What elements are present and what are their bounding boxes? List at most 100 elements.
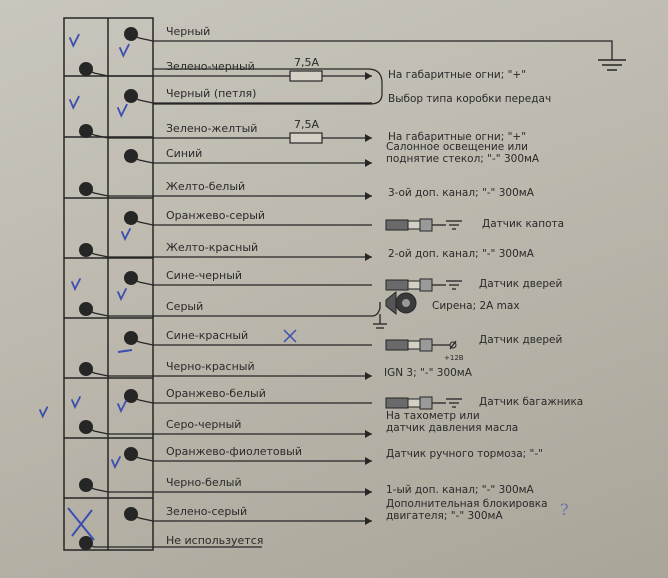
wire-color-label: Не используется (166, 534, 264, 547)
check-mark (71, 278, 81, 292)
wire-stub (93, 192, 109, 197)
wire-color-label: Серый (166, 300, 204, 313)
check-mark (71, 396, 81, 410)
destination-label: Датчик ручного тормоза; "-" (386, 448, 544, 460)
sensor-connector (385, 339, 409, 351)
connector-pin (124, 89, 138, 103)
check-mark (69, 33, 80, 48)
fuse (289, 70, 323, 82)
check-mark (117, 103, 128, 118)
destination-label: На габаритные огни; "+" (388, 69, 527, 81)
wire-arrow (365, 192, 372, 200)
wire-stub (93, 488, 109, 493)
connector-pin (124, 389, 138, 403)
wire-color-label: Черно-белый (166, 476, 242, 489)
destination-label: Датчик капота (482, 218, 565, 230)
wire-color-label: Зелено-черный (166, 60, 255, 73)
sensor-connector (385, 397, 409, 409)
ground-wire (138, 37, 613, 60)
destination-label: 3-ой доп. канал; "-" 300мА (388, 187, 534, 199)
destination-label: 1-ый доп. канал; "-" 300мА (386, 484, 534, 496)
check-mark (119, 43, 130, 58)
connector-pin (124, 271, 138, 285)
wire-stub (138, 159, 154, 164)
sensor-connector (407, 398, 421, 408)
siren-icon (385, 290, 397, 316)
check-mark (111, 456, 121, 470)
sensor-connector (419, 218, 433, 232)
connector-pin (79, 302, 93, 316)
wire-arrow (365, 517, 372, 525)
connector-pin (79, 124, 93, 138)
connector-pin (124, 331, 138, 345)
fuse (289, 132, 323, 144)
wire-stub (138, 341, 154, 346)
destination-label: На тахометр или датчик давления масла (386, 410, 519, 434)
wire-stub (93, 253, 109, 258)
wire-stub (93, 72, 109, 77)
destination-label: IGN 3; "-" 300мА (384, 367, 472, 379)
sensor-connector (419, 396, 433, 410)
connector-pin (79, 243, 93, 257)
connector-pin (124, 27, 138, 41)
wire-arrow (365, 159, 372, 167)
cross-mark (67, 507, 95, 541)
check-mark (69, 95, 80, 110)
destination-label: Выбор типа коробки передач (388, 93, 552, 105)
dash-mark (117, 349, 133, 353)
destination-label: 2-ой доп. канал; "-" 300мА (388, 248, 534, 260)
destination-label: Датчик багажника (479, 396, 584, 408)
sensor-connector (419, 338, 433, 352)
check-mark (121, 228, 131, 242)
destination-label: На габаритные огни; "+" (388, 131, 527, 143)
wire-stub (138, 457, 154, 462)
wire-arrow (365, 372, 372, 380)
wire-stub (93, 134, 109, 139)
wire-color-label: Синий (166, 147, 203, 160)
destination-label: Салонное освещение или поднятие стекол; … (386, 141, 540, 165)
sensor-connector (407, 220, 421, 230)
sensor-connector (407, 340, 421, 350)
wire-color-label: Зелено-желтый (166, 122, 258, 135)
check-mark (117, 288, 127, 302)
wire-color-label: Оранжево-серый (166, 209, 266, 222)
destination-label: Датчик дверей (479, 278, 563, 290)
cross-mark (283, 329, 297, 343)
wire-color-label: Оранжево-фиолетовый (166, 445, 302, 458)
connector-pin (124, 447, 138, 461)
wire-color-label: Желто-красный (166, 241, 259, 254)
voltage-label: +12В (444, 354, 464, 362)
terminal-icon (449, 341, 457, 349)
destination-label: Датчик дверей (479, 334, 563, 346)
wire-color-label: Оранжево-белый (166, 387, 266, 400)
connector-pin (124, 149, 138, 163)
connector-pin (79, 536, 93, 550)
check-mark (117, 400, 127, 414)
loop-bracket (153, 68, 383, 105)
siren-wire (371, 302, 381, 317)
sensor-connector (385, 279, 409, 291)
wire-stub (93, 372, 109, 377)
sensor-connector (419, 278, 433, 292)
wire-arrow (365, 488, 372, 496)
connector-pin (79, 478, 93, 492)
wire-color-label: Зелено-серый (166, 505, 248, 518)
wire-stub (138, 281, 154, 286)
wire-color-label: Черный (166, 25, 211, 38)
wire-arrow (365, 457, 372, 465)
destination-label: Дополнительная блокировка двигателя; "-"… (386, 498, 548, 522)
wire-arrow (365, 134, 372, 142)
wire-stub (138, 221, 154, 226)
wire-stub (93, 312, 109, 317)
wire-arrow (365, 430, 372, 438)
wire-arrow (365, 72, 372, 80)
connector-pin (124, 507, 138, 521)
question-mark-note: ? (560, 500, 569, 519)
sensor-connector (385, 219, 409, 231)
check-mark (39, 406, 49, 419)
wire-color-label: Желто-белый (166, 180, 246, 193)
connector-pin (79, 362, 93, 376)
wire-color-label: Черно-красный (166, 360, 255, 373)
